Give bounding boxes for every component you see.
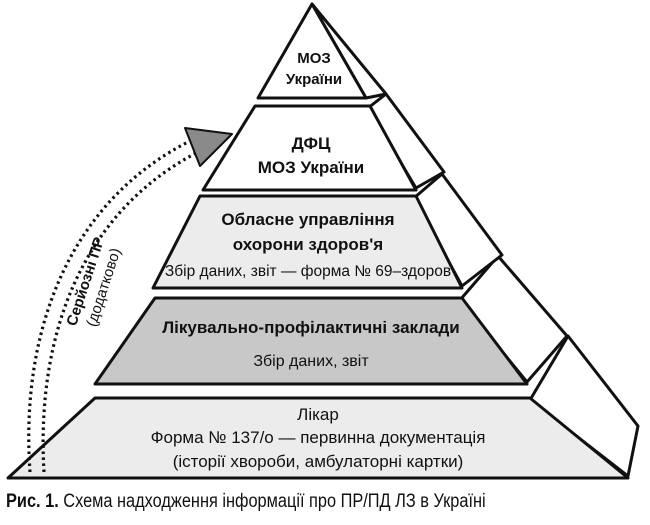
tier-dfc-face	[201, 104, 418, 192]
doctor-line3: (історії хвороби, амбулаторні картки)	[173, 452, 464, 471]
oblast-line1: Обласне управління	[221, 210, 394, 229]
lpz-line2: Збір даних, звіт	[253, 353, 369, 370]
caption-text: Схема надходження інформації про ПР/ПД Л…	[58, 491, 486, 512]
moz-line1: МОЗ	[297, 50, 331, 67]
lpz-line1: Лікувально-профілактичні заклади	[162, 318, 460, 337]
tier-oblast-face	[151, 194, 464, 290]
tier-lpz-face	[93, 296, 529, 386]
doctor-line2: Форма № 137/о — первинна документація	[151, 428, 486, 447]
tier-moz-face	[256, 2, 368, 100]
caption-label: Рис. 1.	[6, 491, 59, 512]
arrow-path-inner	[41, 150, 199, 473]
tier-doctor-face	[6, 396, 630, 480]
arrow-head	[184, 127, 233, 167]
dfc-line1: ДФЦ	[292, 134, 331, 153]
dfc-line2: МОЗ України	[258, 158, 365, 177]
oblast-line2: охорони здоров'я	[233, 235, 383, 254]
oblast-line3: Збір даних, звіт — форма № 69–здоров	[165, 263, 451, 280]
moz-line2: України	[286, 71, 342, 88]
figure-caption: Рис. 1. Схема надходження інформації про…	[6, 491, 486, 513]
doctor-line1: Лікар	[297, 405, 339, 424]
